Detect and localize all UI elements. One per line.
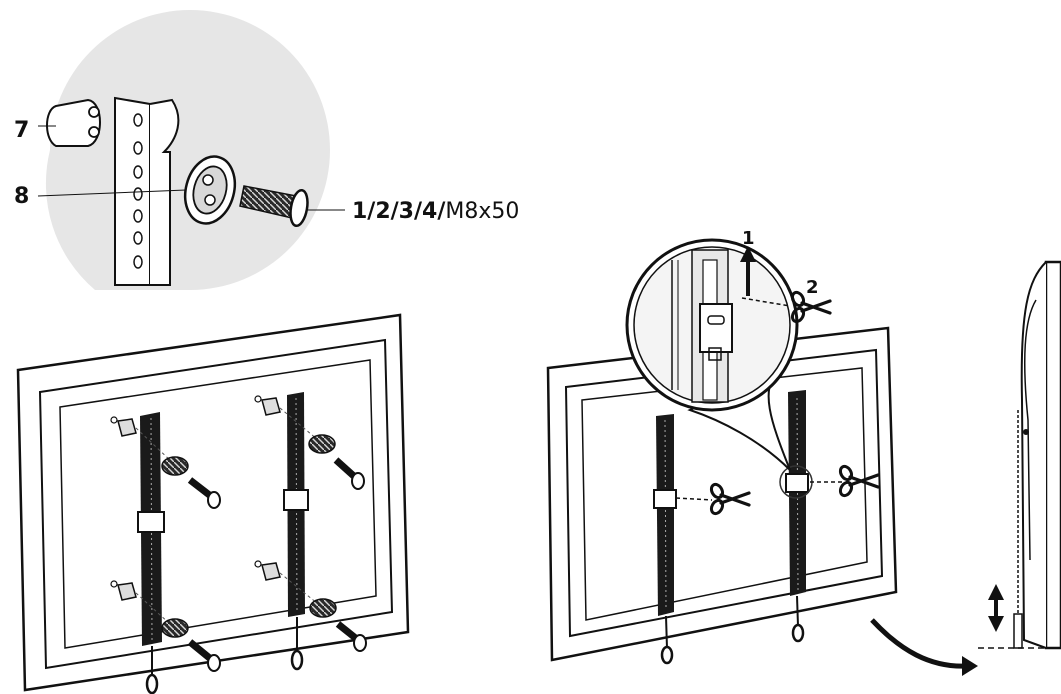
label-part-8: 8	[14, 184, 29, 209]
step-marker-1: 1	[742, 228, 755, 249]
bracket-strap-right	[283, 392, 309, 671]
curved-arrow-icon	[870, 618, 978, 676]
label-screw-numbers: 1/2/3/4/	[352, 199, 446, 224]
washer-part-8	[37, 155, 237, 225]
hardware-set-top-right	[254, 395, 365, 490]
label-part-7: 7	[14, 118, 29, 143]
tv-side-view	[978, 260, 1061, 650]
label-screw-size: M8x50	[445, 199, 519, 224]
bracket-strap-left	[137, 412, 165, 694]
up-arrow-icon	[740, 246, 756, 296]
cut-strap-right	[779, 390, 842, 643]
detail-callout-assembly: 7 8 1/2/3/4/M8x50	[14, 10, 519, 290]
label-screw-parts: 1/2/3/4/M8x50	[352, 199, 519, 224]
bracket-holes	[133, 113, 143, 269]
hardware-set-top-left	[110, 416, 221, 509]
step-marker-2: 2	[806, 277, 819, 298]
screw-m8x50	[239, 185, 345, 228]
cut-strap-left	[653, 414, 713, 665]
hardware-set-bottom-right	[254, 560, 367, 652]
hardware-set-bottom-left	[110, 580, 221, 672]
spacer-part-7	[38, 98, 101, 147]
up-down-arrow-icon	[988, 584, 1004, 632]
magnified-detail-bubble	[625, 238, 799, 471]
